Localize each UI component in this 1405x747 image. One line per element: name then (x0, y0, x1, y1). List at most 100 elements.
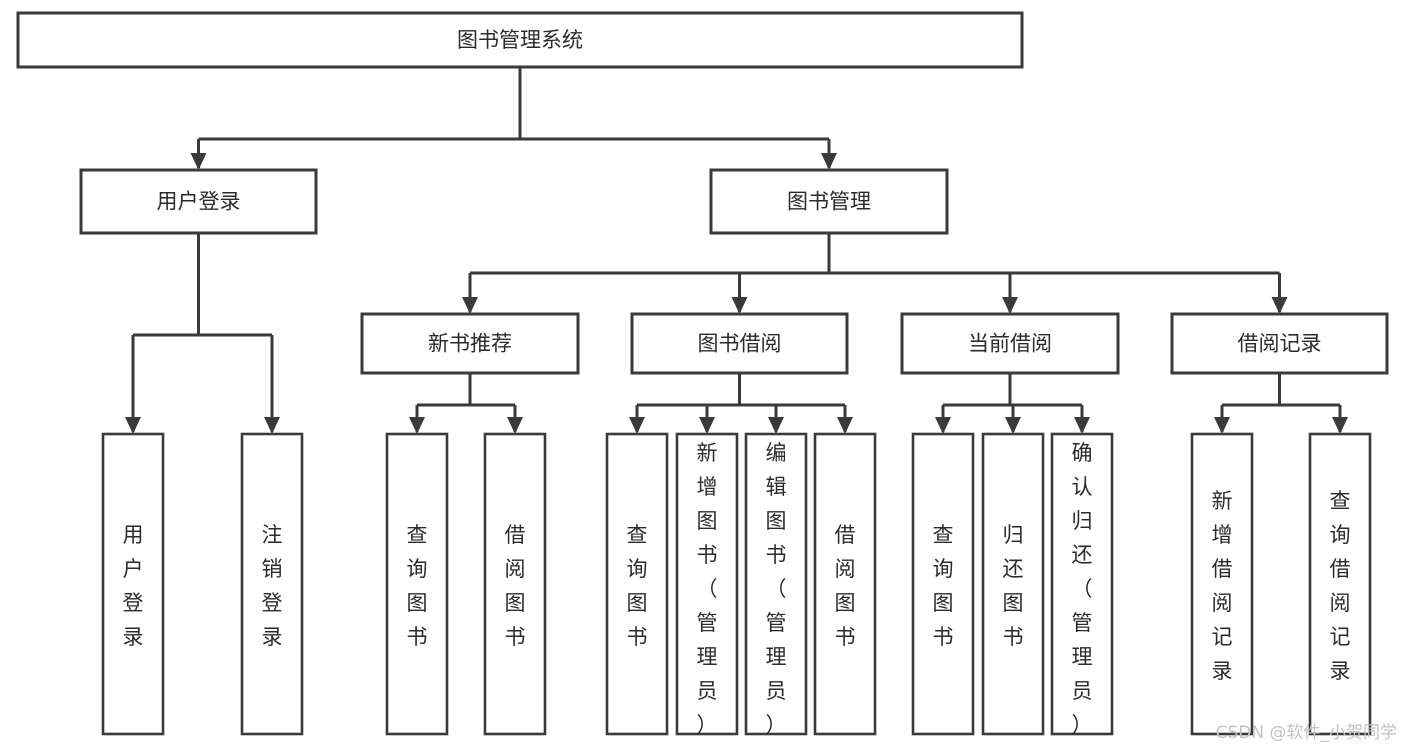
leaf-label-char: 辑 (766, 475, 787, 499)
leaf-label-char: 还 (1072, 543, 1093, 567)
leaf-label-char: 阅 (1330, 591, 1351, 615)
leaf-label-char: 图 (1003, 591, 1024, 615)
node-label: 图书管理系统 (457, 28, 583, 52)
leaf-label-char: 新 (1212, 489, 1233, 513)
leaf-label-char: 书 (835, 625, 856, 649)
node-rect (483, 432, 547, 736)
leaf-label-char: 借 (835, 523, 856, 547)
leaf-label-char: 询 (627, 557, 648, 581)
node-rect (1170, 312, 1389, 375)
connector-lines (125, 67, 1348, 434)
leaf-label-char: 借 (1212, 557, 1233, 581)
leaf-label-char: ） (766, 713, 787, 737)
leaf-label-char: 查 (933, 523, 954, 547)
leaf-label-char: 询 (933, 557, 954, 581)
leaf-label-char: 查 (1330, 489, 1351, 513)
csdn-watermark: CSDN @软件_小贺同学 (1215, 723, 1397, 743)
node-new-book-rec[interactable]: 新书推荐 (360, 312, 580, 375)
leaf-label-char: 录 (123, 625, 144, 649)
leaf-label-char: 增 (1212, 523, 1233, 547)
leaf-label-char: 图 (766, 509, 787, 533)
leaf-label-char: 图 (933, 591, 954, 615)
leaf-label-char: 管 (1072, 611, 1093, 635)
node-book-manage[interactable]: 图书管理 (709, 168, 949, 235)
leaf-label-char: 录 (1330, 659, 1351, 683)
leaf-label-char: 阅 (505, 557, 526, 581)
leaf-label-char: 书 (933, 625, 954, 649)
leaf-label-char: 图 (407, 591, 428, 615)
node-rect (813, 432, 877, 736)
leaf-label-char: 用 (123, 523, 144, 547)
leaf-label-char: 员 (766, 679, 787, 703)
leaf-label-char: 员 (1072, 679, 1093, 703)
node-rect (605, 432, 669, 736)
leaf-label-char: （ (1072, 577, 1093, 601)
node-label: 用户登录 (157, 190, 241, 214)
node-borrow-record[interactable]: 借阅记录 (1170, 312, 1389, 375)
node-rect (1190, 432, 1254, 736)
leaf-label-char: 编 (766, 441, 787, 465)
node-rect (630, 312, 849, 375)
node-label: 新书推荐 (428, 332, 512, 356)
leaf-label-char: 书 (627, 625, 648, 649)
node-rect (981, 432, 1045, 736)
node-rect (16, 11, 1024, 69)
leaf-label-char: 记 (1212, 625, 1233, 649)
leaf-label-char: 登 (123, 591, 144, 615)
leaf-label-char: 登 (262, 591, 283, 615)
node-rect (1308, 432, 1372, 736)
leaf-label-char: 归 (1072, 509, 1093, 533)
node-current-borrow[interactable]: 当前借阅 (900, 312, 1120, 375)
leaf-label-char: 销 (262, 557, 283, 581)
node-rect (240, 432, 304, 736)
node-rect (911, 432, 975, 736)
leaf-label-char: 查 (407, 523, 428, 547)
node-rect (385, 432, 449, 736)
node-rect (675, 432, 739, 736)
leaf-label-char: 认 (1072, 475, 1093, 499)
leaf-label-char: 书 (766, 543, 787, 567)
leaf-label-char: 询 (1330, 523, 1351, 547)
leaf-label-char: 还 (1003, 557, 1024, 581)
leaf-label-char: 员 (697, 679, 718, 703)
leaf-label-char: （ (697, 577, 718, 601)
leaf-label-char: 借 (505, 523, 526, 547)
leaf-label-char: 书 (505, 625, 526, 649)
leaf-label-char: 管 (766, 611, 787, 635)
leaf-label-char: ） (1072, 713, 1093, 737)
leaf-label-char: 增 (697, 475, 718, 499)
leaf-label-char: 阅 (835, 557, 856, 581)
leaf-label-char: 查 (627, 523, 648, 547)
node-rect (709, 168, 949, 235)
leaf-label-char: 录 (1212, 659, 1233, 683)
leaf-label-char: 书 (1003, 625, 1024, 649)
node-rect (1050, 432, 1114, 736)
node-rect (360, 312, 580, 375)
leaf-label-char: 理 (1072, 645, 1093, 669)
leaf-label-char: 图 (505, 591, 526, 615)
node-rect (101, 432, 165, 736)
node-leaf-user-login[interactable]: 用户登录 (101, 432, 165, 736)
node-label: 图书借阅 (698, 332, 782, 356)
node-user-login[interactable]: 用户登录 (79, 168, 318, 235)
leaf-label-char: 图 (835, 591, 856, 615)
node-rect (900, 312, 1120, 375)
leaf-label-char: 图 (627, 591, 648, 615)
node-label: 当前借阅 (968, 332, 1052, 356)
leaf-label-char: 理 (766, 645, 787, 669)
node-boxes: 图书管理系统用户登录图书管理新书推荐图书借阅当前借阅借阅记录用户登录注销登录查询… (16, 11, 1389, 737)
node-undefined[interactable]: 图书管理系统 (16, 11, 1024, 69)
node-book-borrow[interactable]: 图书借阅 (630, 312, 849, 375)
